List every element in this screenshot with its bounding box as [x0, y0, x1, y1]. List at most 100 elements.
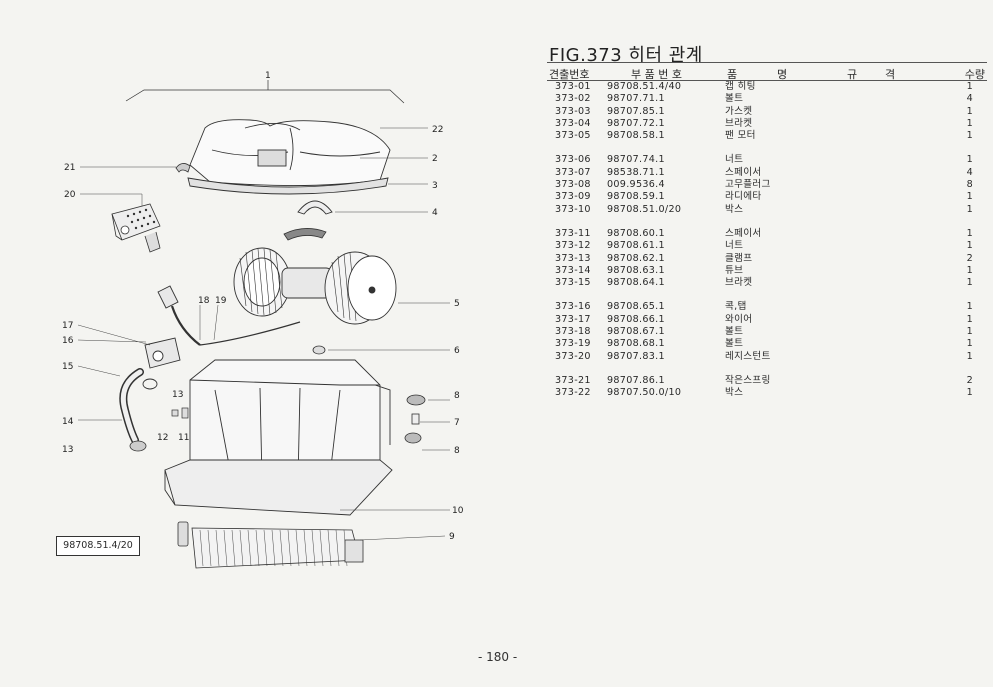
- row-part-name: 가스켓: [725, 105, 753, 117]
- row-quantity: 1: [966, 264, 973, 276]
- table-top-rule: [547, 62, 987, 63]
- row-ref-no: 373-16: [555, 301, 591, 313]
- page-number: - 180 -: [478, 650, 518, 664]
- callout-14: 14: [62, 417, 74, 427]
- row-part-number: 98707.83.1: [607, 350, 665, 362]
- row-quantity: 1: [966, 301, 973, 313]
- callout-4: 4: [432, 208, 438, 218]
- callout-3: 3: [432, 181, 438, 191]
- row-part-number: 98708.59.1: [607, 191, 665, 203]
- row-part-number: 98707.71.1: [607, 93, 665, 105]
- col-header-spec-b: 격: [885, 68, 896, 81]
- row-part-name: 클램프: [725, 252, 753, 264]
- row-part-name: 라디에타: [725, 191, 762, 203]
- bracket-line: [125, 80, 405, 104]
- row-ref-no: 373-17: [555, 313, 591, 325]
- callout-21: 21: [64, 163, 75, 173]
- callout-5: 5: [454, 299, 460, 309]
- callout-18: 18: [198, 296, 210, 306]
- row-part-name: 고무플러그: [725, 179, 771, 191]
- row-part-number: 98707.86.1: [607, 374, 665, 386]
- table-header: 견출번호 부 품 번 호 품 명 규 격 수량: [547, 63, 987, 81]
- row-part-number: 98708.51.4/40: [607, 81, 682, 92]
- row-part-number: 98708.60.1: [607, 227, 665, 239]
- row-part-name: 캡 히팅: [725, 81, 756, 92]
- callout-20: 20: [64, 190, 76, 200]
- row-part-name: 브라켓: [725, 277, 753, 289]
- group-spacer: [547, 289, 987, 301]
- row-quantity: 1: [966, 130, 973, 142]
- callout-13b: 13: [62, 445, 73, 455]
- row-ref-no: 373-19: [555, 338, 591, 350]
- row-part-name: 볼트: [725, 326, 744, 338]
- row-quantity: 2: [966, 252, 973, 264]
- row-part-number: 98708.68.1: [607, 338, 665, 350]
- row-part-number: 98708.65.1: [607, 301, 665, 313]
- row-part-number: 009.9536.4: [607, 179, 665, 191]
- row-part-number: 98708.61.1: [607, 240, 665, 252]
- col-header-spec-a: 규: [847, 68, 858, 81]
- exploded-parts-diagram: 1 22 2 3 4 5 6 8 7 8 10 9 21 20 18 19 17…: [62, 71, 464, 569]
- row-part-name: 너트: [725, 154, 744, 166]
- row-ref-no: 373-15: [555, 277, 591, 289]
- callout-13a: 13: [172, 390, 183, 400]
- col-header-part: 부 품 번 호: [631, 68, 682, 81]
- row-quantity: 1: [966, 227, 973, 239]
- col-header-name-a: 품: [727, 68, 738, 81]
- row-ref-no: 373-01: [555, 81, 591, 92]
- row-ref-no: 373-12: [555, 240, 591, 252]
- row-part-number: 98708.58.1: [607, 130, 665, 142]
- row-part-number: 98707.50.0/10: [607, 387, 682, 399]
- callout-11: 11: [178, 433, 189, 443]
- row-part-number: 98708.66.1: [607, 313, 665, 325]
- row-quantity: 4: [966, 93, 973, 105]
- row-quantity: 1: [966, 117, 973, 129]
- row-ref-no: 373-18: [555, 326, 591, 338]
- row-quantity: 1: [966, 81, 973, 92]
- heater-cap-drawing: [187, 119, 391, 195]
- row-part-name: 와이어: [725, 313, 753, 325]
- row-ref-no: 373-07: [555, 166, 591, 178]
- page-title: FIG.373 히터 관계: [549, 45, 703, 66]
- table-header-rule: [547, 80, 987, 81]
- group-spacer: [547, 216, 987, 228]
- row-ref-no: 373-04: [555, 117, 591, 129]
- row-part-name: 너트: [725, 240, 744, 252]
- row-part-name: 팬 모터: [725, 130, 756, 142]
- row-part-name: 작은스프링: [725, 374, 771, 386]
- row-part-number: 98707.74.1: [607, 154, 665, 166]
- callout-9: 9: [449, 532, 455, 542]
- row-ref-no: 373-08: [555, 179, 591, 191]
- row-ref-no: 373-03: [555, 105, 591, 117]
- callout-8b: 8: [454, 446, 460, 456]
- col-header-name-b: 명: [777, 68, 788, 81]
- row-ref-no: 373-11: [555, 227, 591, 239]
- row-quantity: 1: [966, 326, 973, 338]
- row-part-name: 튜브: [725, 264, 744, 276]
- row-ref-no: 373-22: [555, 387, 591, 399]
- group-spacer: [547, 142, 987, 154]
- row-quantity: 4: [966, 166, 973, 178]
- row-part-name: 볼트: [725, 93, 744, 105]
- row-quantity: 2: [966, 374, 973, 386]
- callout-12: 12: [157, 433, 168, 443]
- radiator-drawing: [177, 521, 364, 569]
- cock-and-wire-drawing: [144, 285, 301, 369]
- row-quantity: 1: [966, 313, 973, 325]
- row-part-number: 98538.71.1: [607, 166, 665, 178]
- bracket-drawing: [297, 200, 333, 215]
- row-part-name: 스페이서: [725, 166, 762, 178]
